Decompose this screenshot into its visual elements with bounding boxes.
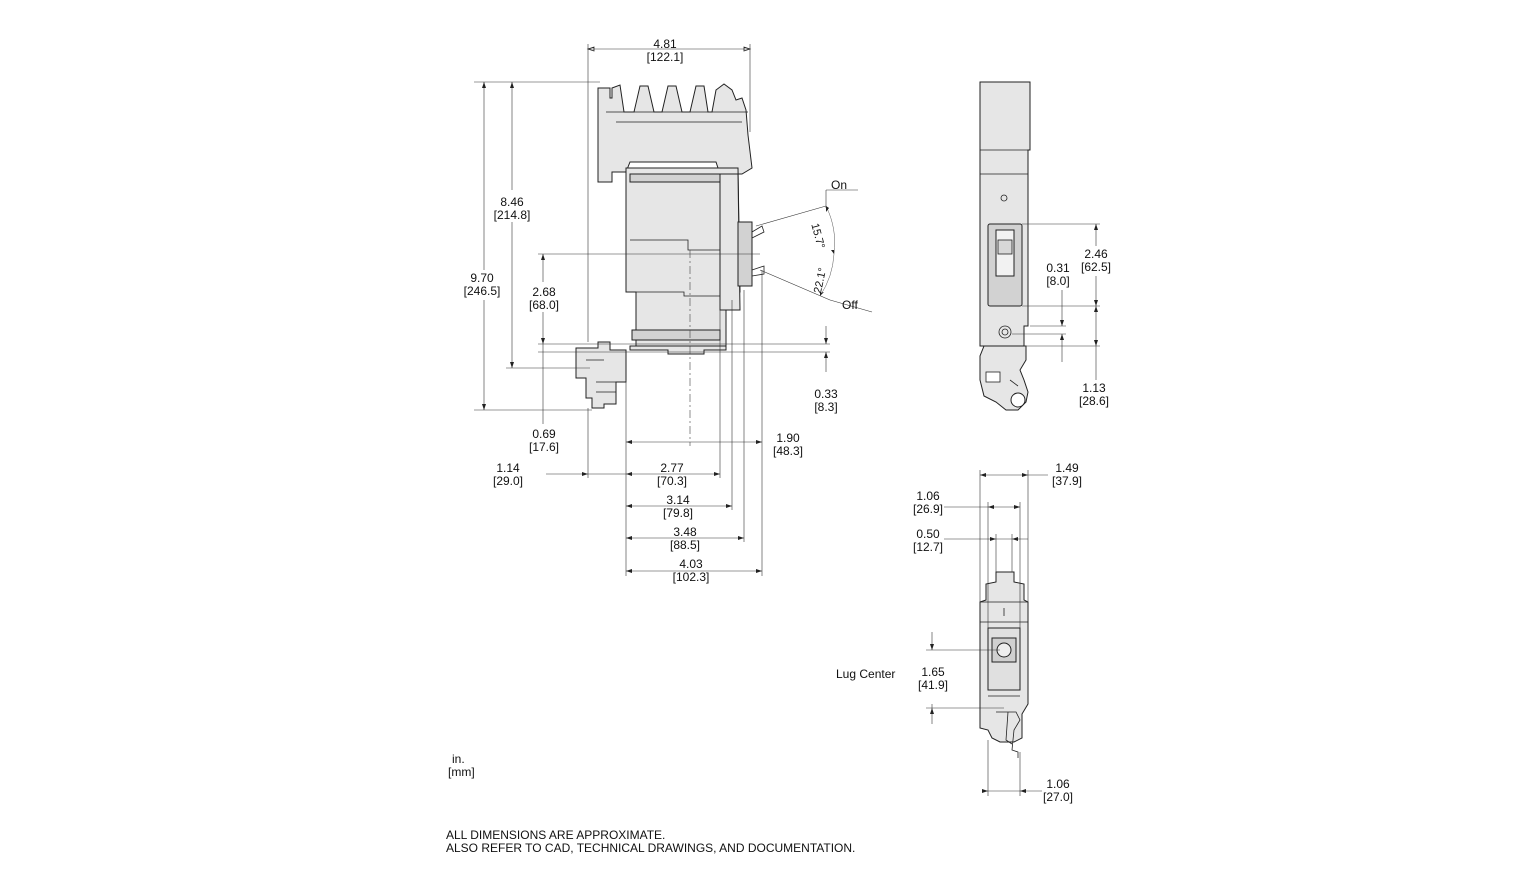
dim-base-033: 0.33 [8.3] [798,388,854,414]
dim-height-total: 9.70 [246.5] [454,272,510,298]
dim-lug-offset: 0.69 [17.6] [516,428,572,454]
dim-mm: [62.5] [1080,260,1112,274]
dim-mm: [8.0] [1046,274,1070,288]
dim-mm: [214.8] [493,208,531,222]
dim-lug-165: 1.65 [41.9] [905,666,961,692]
dim-in: 3.48 [673,525,697,539]
dim-hole-031: 0.31 [8.0] [1030,262,1086,288]
dim-mm: [27.0] [1042,790,1074,804]
units-mm: [mm] [448,765,475,779]
side-view-outline [575,83,765,409]
dim-in: 1.49 [1055,461,1079,475]
dim-in: 1.06 [916,489,940,503]
dim-in: 4.81 [653,37,677,51]
dim-depth-314: 3.14 [79.8] [650,494,706,520]
dim-mm: [12.7] [912,540,944,554]
units-in: in. [452,752,465,766]
dim-in: 0.33 [814,387,838,401]
dim-depth-403: 4.03 [102.3] [663,558,719,584]
dim-in: 3.14 [666,493,690,507]
dim-in: 0.69 [532,427,556,441]
dim-mm: [17.6] [528,440,560,454]
dim-mm: [28.6] [1078,394,1110,408]
dim-depth-277: 2.77 [70.3] [644,462,700,488]
dim-depth-348: 3.48 [88.5] [657,526,713,552]
dimension-lines-bottom [926,470,1048,796]
dim-mm: [8.3] [814,400,838,414]
dim-mm: [122.1] [646,50,684,64]
dim-in: 4.03 [679,557,703,571]
dim-mm: [88.5] [669,538,701,552]
dimension-lines-front [1012,223,1100,380]
dim-in: 1.06 [1046,777,1070,791]
dim-bottom-113: 1.13 [28.6] [1066,382,1122,408]
dim-handle-246: 2.46 [62.5] [1068,248,1124,274]
dim-mm: [68.0] [528,298,560,312]
dim-mm: [246.5] [463,284,501,298]
front-view-outline [979,81,1031,411]
dim-mm: [70.3] [656,474,688,488]
dim-mm: [41.9] [917,678,949,692]
dim-in: 2.77 [660,461,684,475]
dim-height-inner: 8.46 [214.8] [484,196,540,222]
note-approximate: ALL DIMENSIONS ARE APPROXIMATE. [446,828,666,842]
dim-depth-190: 1.90 [48.3] [760,432,816,458]
units-legend: in. [mm] [440,753,484,779]
dim-in: 0.31 [1046,261,1070,275]
dim-mm: [37.9] [1051,474,1083,488]
dim-in: 9.70 [470,271,494,285]
handle-off-label: Off [842,298,858,312]
dim-in: 1.90 [776,431,800,445]
dim-width-149: 1.49 [37.9] [1039,462,1095,488]
dim-mm: [26.9] [912,502,944,516]
dim-in: 2.46 [1084,247,1108,261]
dim-in: 1.13 [1082,381,1106,395]
dim-mm: [79.8] [662,506,694,520]
dimension-lines-side [474,44,873,576]
dim-width-050: 0.50 [12.7] [900,528,956,554]
dim-mm: [48.3] [772,444,804,458]
dim-in: 2.68 [532,285,556,299]
dim-in: 1.65 [921,665,945,679]
dim-width-106-top: 1.06 [26.9] [900,490,956,516]
dim-width-106-bottom: 1.06 [27.0] [1030,778,1086,804]
dim-mm: [29.0] [492,474,524,488]
dim-mm: [102.3] [672,570,710,584]
note-refer: ALSO REFER TO CAD, TECHNICAL DRAWINGS, A… [446,841,856,855]
dim-left-offset: 1.14 [29.0] [480,462,536,488]
handle-on-label: On [831,178,848,192]
dim-in: 0.50 [916,527,940,541]
dim-width-top: 4.81 [122.1] [640,38,690,64]
dim-in: 8.46 [500,195,524,209]
dim-in: 1.14 [496,461,520,475]
lug-center-label: Lug Center [836,667,896,681]
bottom-view-outline [979,571,1029,758]
dim-handle-height: 2.68 [68.0] [516,286,572,312]
